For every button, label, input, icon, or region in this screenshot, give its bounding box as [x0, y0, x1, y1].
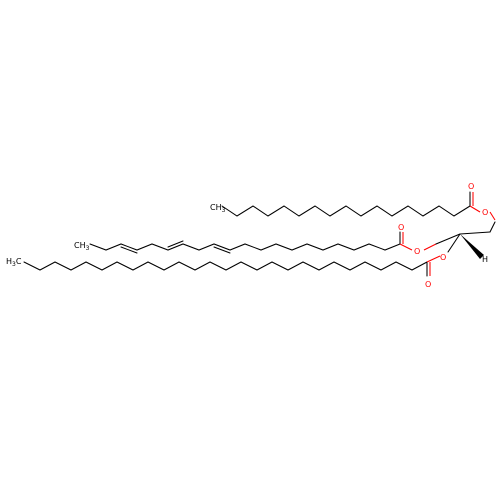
top-acyl-chain	[221, 191, 481, 217]
atom-o-mid-ester: O	[414, 247, 420, 256]
middle-glycerol-link	[423, 231, 491, 259]
atom-ch3-mid: CH3	[74, 241, 90, 252]
atom-stereo-h: H	[482, 255, 488, 264]
atom-h3c-low-sub: 3	[12, 261, 16, 268]
atom-ch3-mid-sub: 3	[86, 245, 90, 252]
top-glycerol-link	[489, 211, 496, 233]
atom-o-top-ester: O	[482, 208, 488, 217]
atom-h3c-low-h: H	[6, 257, 12, 266]
atom-h3c-low-c: C	[16, 257, 22, 266]
atom-o-low-ester: O	[440, 253, 446, 262]
atom-ch3-mid-main: CH	[74, 241, 86, 250]
atom-o-low-carbonyl: O	[425, 280, 431, 289]
atom-ch3-top-main: CH	[210, 203, 222, 212]
atom-o-top-carbonyl: O	[468, 182, 474, 191]
atom-ch3-top: CH3	[210, 203, 226, 214]
middle-acyl-chain	[89, 231, 413, 254]
atom-ch3-top-sub: 3	[222, 207, 226, 214]
atom-o-mid-carbonyl: O	[398, 223, 404, 232]
atom-h3c-low: H3C	[6, 257, 22, 268]
lower-acyl-chain	[23, 255, 441, 277]
